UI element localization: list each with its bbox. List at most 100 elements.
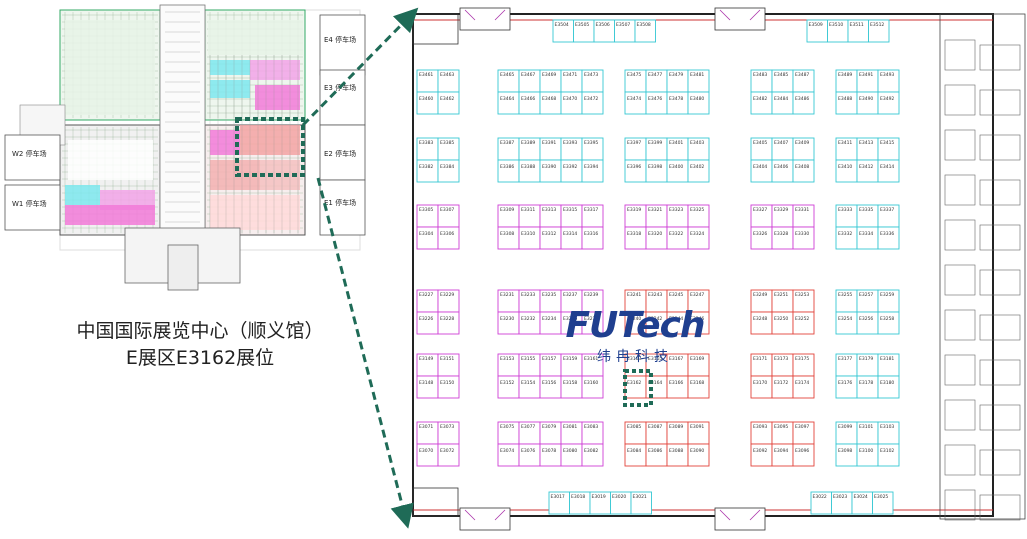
booth-label: E3155 xyxy=(521,356,535,362)
booth-cell xyxy=(581,226,604,250)
booth-label: E3173 xyxy=(774,356,788,362)
booth-cell xyxy=(792,159,815,183)
booth-label: E3154 xyxy=(521,380,535,386)
booth-cell xyxy=(835,159,858,183)
booth-label: E3166 xyxy=(669,380,683,386)
booth-cell xyxy=(416,375,439,399)
service-room xyxy=(944,219,976,251)
booth-label: E3394 xyxy=(584,164,598,170)
booth-label: E3088 xyxy=(669,448,683,454)
booth-label: E3391 xyxy=(542,140,556,146)
booth-label: E3102 xyxy=(880,448,894,454)
booth-label: E3148 xyxy=(419,380,433,386)
booth-cell xyxy=(687,159,710,183)
booth-label: E3103 xyxy=(880,424,894,430)
service-room xyxy=(944,489,976,521)
parking-box xyxy=(4,184,61,231)
booth-label: E3258 xyxy=(880,316,894,322)
strip-booth-cell xyxy=(634,19,656,43)
booth-cell xyxy=(645,443,668,467)
booth-cell xyxy=(497,159,520,183)
booth-label: E3321 xyxy=(648,207,662,213)
booth-cell xyxy=(416,226,439,250)
booth-label: E3315 xyxy=(563,207,577,213)
booth-cell xyxy=(539,443,562,467)
strip-booth-label: E3509 xyxy=(809,22,823,28)
booth-cell xyxy=(835,443,858,467)
booth-cell xyxy=(856,375,879,399)
booth-cell xyxy=(792,375,815,399)
booth-label: E3473 xyxy=(584,72,598,78)
overview-structure xyxy=(4,4,366,291)
booth-cell xyxy=(560,375,583,399)
parking-label: W2 停车场 xyxy=(12,149,47,158)
booth-label: E3408 xyxy=(795,164,809,170)
caption-venue-name: 中国国际展览中心（顺义馆） xyxy=(76,320,324,342)
booth-cell xyxy=(877,443,900,467)
booth-label: E3335 xyxy=(859,207,873,213)
booth-cell xyxy=(624,226,647,250)
booth-label: E3337 xyxy=(880,207,894,213)
booth-label: E3479 xyxy=(669,72,683,78)
booth-cell xyxy=(560,91,583,115)
booth-cell xyxy=(687,443,710,467)
booth-cell xyxy=(666,226,689,250)
parking-box xyxy=(4,134,61,181)
service-room xyxy=(944,174,976,206)
booth-label: E3392 xyxy=(563,164,577,170)
booth-label: E3240 xyxy=(627,316,641,322)
booth-label: E3476 xyxy=(648,96,662,102)
booth-label: E3178 xyxy=(859,380,873,386)
booth-label: E3387 xyxy=(500,140,514,146)
booth-label: E3086 xyxy=(648,448,662,454)
service-room xyxy=(944,39,976,71)
booth-cell xyxy=(645,91,668,115)
booth-label: E3151 xyxy=(440,356,454,362)
booth-cell xyxy=(497,226,520,250)
booth-label: E3403 xyxy=(690,140,704,146)
booth-cell xyxy=(416,443,439,467)
booth-cell xyxy=(877,311,900,335)
booth-label: E3251 xyxy=(774,292,788,298)
outer-wall xyxy=(412,13,994,517)
booth-label: E3150 xyxy=(440,380,454,386)
booth-cell xyxy=(771,311,794,335)
booth-label: E3486 xyxy=(795,96,809,102)
booth-label: E3093 xyxy=(753,424,767,430)
booth-label: E3252 xyxy=(795,316,809,322)
booth-label: E3073 xyxy=(440,424,454,430)
booth-cell xyxy=(687,375,710,399)
booth-cell xyxy=(416,311,439,335)
corner-room xyxy=(412,487,459,517)
booth-label: E3172 xyxy=(774,380,788,386)
service-room xyxy=(979,269,1021,296)
booth-cell xyxy=(518,311,541,335)
booth-label: E3085 xyxy=(627,424,641,430)
booth-cell xyxy=(497,443,520,467)
booth-label: E3488 xyxy=(838,96,852,102)
booth-label: E3312 xyxy=(542,231,556,237)
booth-cell xyxy=(856,443,879,467)
booth-label: E3089 xyxy=(669,424,683,430)
service-room xyxy=(944,84,976,116)
booth-label: E3249 xyxy=(753,292,767,298)
booth-cell xyxy=(437,311,460,335)
booth-label: E3163 xyxy=(627,356,641,362)
booth-cell xyxy=(687,226,710,250)
booth-label: E3179 xyxy=(859,356,873,362)
booth-cell xyxy=(624,375,647,399)
strip-booth-label: E3511 xyxy=(850,22,864,28)
booth-cell xyxy=(539,375,562,399)
booth-label: E3237 xyxy=(563,292,577,298)
booth-cell xyxy=(835,311,858,335)
booth-label: E3094 xyxy=(774,448,788,454)
door-swing xyxy=(464,9,506,21)
booth-label: E3084 xyxy=(627,448,641,454)
booth-label: E3175 xyxy=(795,356,809,362)
service-room xyxy=(944,444,976,476)
booth-label: E3254 xyxy=(838,316,852,322)
booth-cell xyxy=(835,226,858,250)
booth-label: E3327 xyxy=(753,207,767,213)
